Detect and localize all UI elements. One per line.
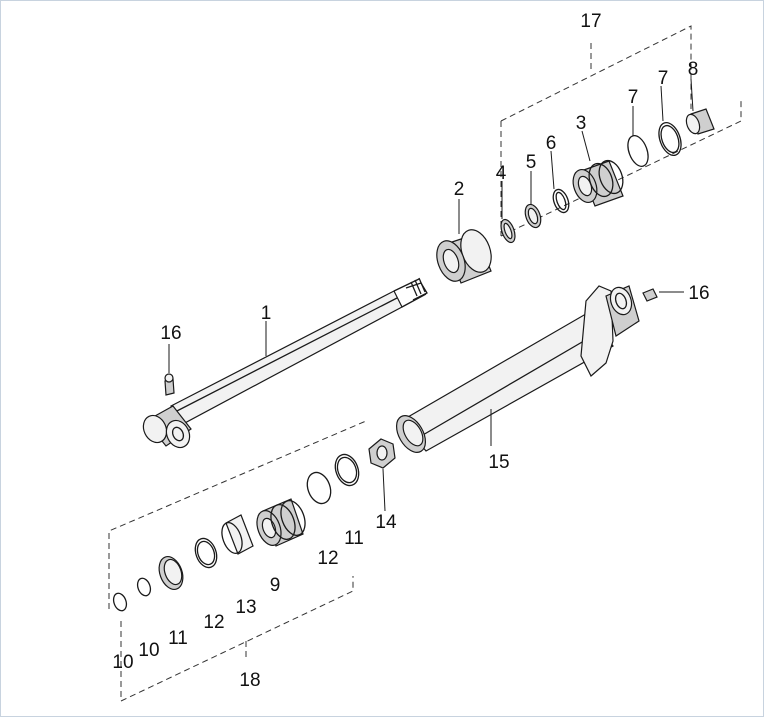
- callout-7b: 7: [658, 68, 669, 89]
- callout-18: 18: [239, 670, 260, 691]
- grease-fitting-icon: [164, 373, 175, 396]
- bushing-8-icon: [685, 108, 715, 135]
- callout-13: 13: [235, 597, 256, 618]
- backup-ring-11a-icon: [158, 555, 184, 591]
- piston-rod-icon: [142, 277, 428, 449]
- callout-2: 2: [454, 179, 465, 200]
- callout-11a: 11: [168, 628, 188, 649]
- o-ring-11b-inner: [336, 456, 358, 484]
- seal-kit-17-enclosure: [500, 25, 742, 237]
- callout-6: 6: [546, 133, 557, 154]
- piston-icon: [256, 498, 306, 547]
- o-ring-7a: [627, 135, 649, 167]
- callout-12a: 12: [203, 612, 224, 633]
- wear-ring-13-icon: [221, 514, 254, 555]
- leader-lines: [168, 78, 694, 512]
- callout-7a: 7: [628, 87, 639, 108]
- callout-4: 4: [496, 163, 507, 184]
- o-ring-12a-inner: [196, 540, 216, 566]
- seal-kit-18-enclosure: [108, 420, 367, 702]
- callout-8: 8: [688, 59, 699, 80]
- callout-16a: 16: [160, 323, 181, 344]
- grease-fitting-16b-icon: [642, 288, 658, 302]
- o-ring-11b: [334, 453, 360, 487]
- callout-11b: 11: [344, 528, 364, 549]
- lock-nut-icon: [368, 438, 396, 469]
- cylinder-tube-icon: [395, 285, 640, 453]
- seal-ring-4-hole: [503, 222, 513, 240]
- callout-3: 3: [576, 113, 587, 134]
- callout-17: 17: [580, 11, 601, 32]
- seal-ring-5-hole: [527, 207, 539, 225]
- o-ring-12b: [306, 471, 332, 505]
- callout-14: 14: [375, 512, 397, 533]
- o-ring-7b: [658, 122, 682, 156]
- callout-9: 9: [270, 575, 281, 596]
- o-ring-7b-inner: [660, 124, 680, 154]
- callout-1: 1: [261, 303, 272, 324]
- callout-16b: 16: [688, 283, 709, 304]
- callout-labels: 1 2 3 4 5 6 7 7 8 9 10 10 11 11 12 12 13…: [112, 11, 709, 691]
- seal-ring-6-inner: [555, 191, 567, 211]
- gland-nut-icon: [436, 229, 492, 284]
- callout-12b: 12: [317, 548, 338, 569]
- callout-5: 5: [526, 152, 537, 173]
- callout-10b: 10: [138, 640, 159, 661]
- seal-ring-6: [552, 188, 570, 214]
- rod-guide-icon: [572, 159, 624, 207]
- ring-10a: [112, 592, 128, 612]
- o-ring-12a: [194, 537, 218, 569]
- ring-10b: [136, 577, 152, 597]
- callout-10a: 10: [112, 652, 133, 673]
- callout-15: 15: [488, 452, 509, 473]
